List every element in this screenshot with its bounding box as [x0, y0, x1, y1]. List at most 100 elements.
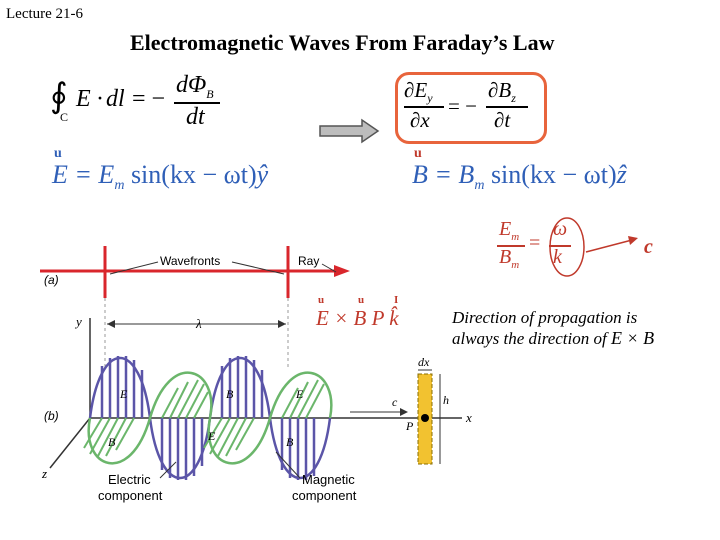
em-wave-figure: (a) Wavefronts Ray (b) y x z λ E B E B E…: [40, 246, 472, 503]
propagation-note-line-2-text: always the direction of: [452, 329, 607, 348]
propagation-note-line-1: Direction of propagation is: [452, 308, 638, 327]
figure-label-b: (b): [44, 409, 59, 423]
z-axis-label: z: [41, 466, 47, 481]
e-wave-unit: ŷ: [256, 160, 269, 189]
c-arrowhead: [400, 408, 408, 416]
b-wave-sine: sin(kx − ωt): [484, 160, 617, 189]
partial-b: ∂B: [488, 78, 512, 102]
fraction-bar: [174, 102, 220, 104]
pde-denominator-1: ∂x: [410, 108, 430, 132]
differential-faraday-equation: ∂Ey ∂x = − ∂Bz ∂t: [404, 78, 544, 140]
pde-numerator-2: ∂Bz: [488, 78, 516, 106]
magnetic-wave-curve: [87, 371, 333, 465]
dl-symbol: dl: [106, 86, 125, 112]
partial-e: ∂E: [404, 78, 428, 102]
pde-fraction-bar-2: [486, 106, 528, 108]
e-vector-label-1: E: [119, 387, 128, 401]
ratio-equals: =: [529, 232, 541, 254]
pde-numerator-1: ∂Ey: [404, 78, 433, 106]
b-vector-label-1: B: [108, 435, 116, 449]
point-p: [421, 414, 429, 422]
ratio-den-2: k: [553, 246, 562, 268]
wavelength-arrow-left: [107, 320, 115, 328]
ray-pointer: [321, 263, 337, 273]
dx-label: dx: [418, 355, 430, 369]
ratio-circle: [549, 217, 585, 277]
magnetic-component-pointer: [275, 451, 301, 479]
pde-sub-z: z: [511, 91, 516, 106]
electric-component-pointer: [159, 461, 177, 479]
e-wave-sub: m: [114, 178, 125, 194]
ratio-num-1: Em: [499, 218, 519, 243]
pde-denominator-2: ∂t: [494, 108, 511, 132]
cross-marker-k: I: [394, 294, 399, 306]
h-label: h: [443, 393, 449, 407]
ratio-em: E: [499, 218, 512, 240]
b-wave-sub: m: [474, 178, 485, 194]
cross-product-text: E × B P k̂: [316, 306, 399, 330]
lecture-number: Lecture 21-6: [6, 6, 84, 22]
b-vector-label-3: B: [286, 435, 294, 449]
pde-fraction-bar-1: [404, 106, 444, 108]
ratio-den-1: Bm: [499, 246, 519, 271]
b-wave-lhs: B = B: [412, 160, 475, 189]
e-vector-label-3: E: [295, 387, 304, 401]
b-wave-main: B = Bm sin(kx − ωt)ẑ: [412, 160, 627, 194]
magnetic-wave-equation: u B = Bm sin(kx − ωt)ẑ: [412, 146, 672, 198]
ratio-arrow: [585, 236, 638, 253]
ratio-bm: B: [499, 246, 512, 268]
ray-label: Ray: [298, 254, 319, 268]
z-axis: [49, 417, 91, 469]
magnetic-component-label-1: Magnetic: [302, 472, 355, 487]
magnetic-component-label-2: component: [292, 488, 357, 503]
cross-marker-e: u: [318, 294, 325, 306]
e-wave-sine: sin(kx − ωt): [124, 160, 257, 189]
equals-minus: = −: [132, 86, 166, 112]
wavefronts-label: Wavefronts: [160, 254, 220, 268]
figure-label-a: (a): [44, 273, 59, 287]
wavefront-pointer-right: [231, 261, 285, 275]
slide-title: Electromagnetic Waves From Faraday’s Law: [130, 30, 555, 55]
pde-equals-minus: = −: [448, 94, 477, 118]
d-phi: dΦ: [176, 72, 207, 98]
wavefront-pointer-left: [109, 261, 159, 275]
faraday-law-equation: ∮ C E · dl = − dΦB dt: [50, 72, 280, 136]
pde-sub-y: y: [427, 91, 433, 106]
c-label: c: [392, 395, 398, 409]
contour-label: C: [60, 110, 69, 124]
phi-sub: B: [206, 86, 214, 101]
magnetic-field-arrows: [83, 379, 325, 457]
b-vector-label-2: B: [226, 387, 234, 401]
ratio-bar-2: [549, 245, 571, 247]
ray-arrowhead: [334, 265, 350, 277]
faraday-denominator: dt: [186, 104, 205, 130]
propagation-note-line-2: always the direction of E × B: [452, 328, 712, 349]
e-wave-main: E = Em sin(kx − ωt)ŷ: [52, 160, 268, 194]
dot-symbol: ·: [96, 86, 104, 112]
y-axis-label: y: [74, 314, 82, 329]
ratio-em-sub: m: [511, 231, 520, 243]
p-label: P: [405, 419, 414, 433]
wavelength-label: λ: [195, 316, 202, 331]
cross-marker-b: u: [358, 294, 365, 306]
b-vector-marker: u: [414, 146, 422, 161]
implies-arrow: [319, 118, 380, 144]
ratio-bm-sub: m: [511, 259, 520, 271]
speed-of-light: c: [644, 236, 653, 258]
electric-component-label-1: Electric: [108, 472, 151, 487]
e-wave-lhs: E = E: [52, 160, 115, 189]
electric-component-label-2: component: [98, 488, 163, 503]
electric-field-arrows: [100, 356, 316, 480]
propagation-note-cross: E × B: [610, 328, 655, 348]
differential-form-box: [395, 72, 547, 144]
faraday-numerator: dΦB: [176, 72, 214, 102]
e-symbol: E: [76, 86, 91, 112]
electric-wave-equation: u E = Em sin(kx − ωt)ŷ: [52, 146, 312, 198]
cross-product-equation: u u I E × B P k̂: [316, 294, 416, 334]
e-vector-label-2: E: [207, 429, 216, 443]
ratio-bar-1: [497, 245, 525, 247]
x-axis-label: x: [465, 410, 472, 425]
contour-integral-symbol: ∮: [50, 78, 68, 115]
propagation-note: Direction of propagation is always the d…: [452, 308, 712, 358]
e-vector-marker: u: [54, 146, 62, 161]
